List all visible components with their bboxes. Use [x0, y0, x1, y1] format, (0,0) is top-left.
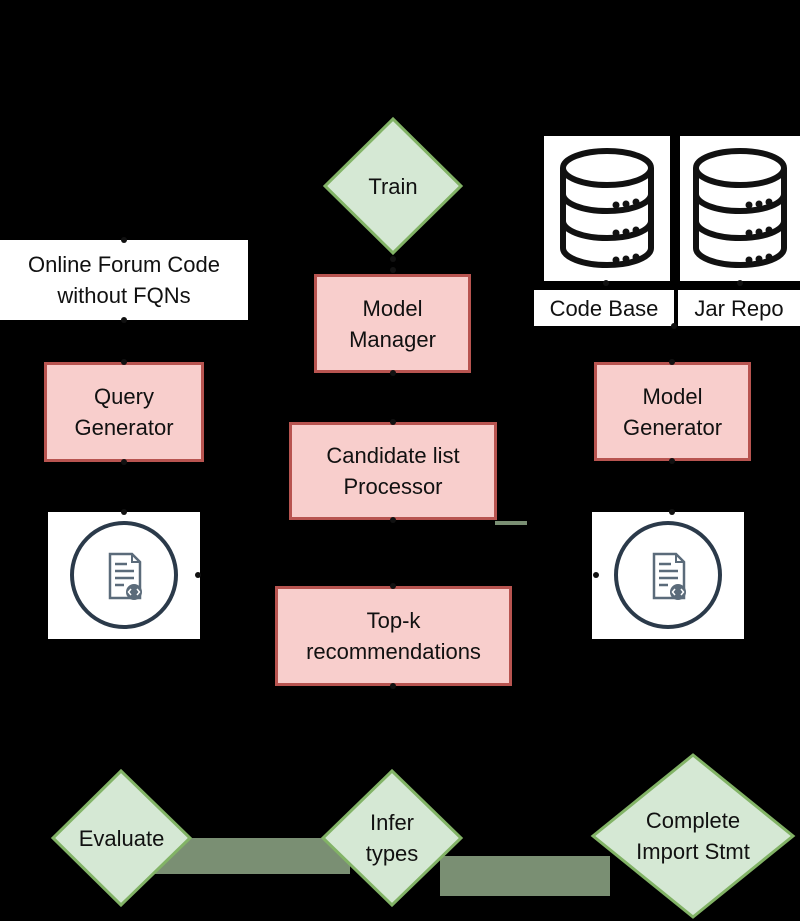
connector-infer-complete: [440, 856, 610, 896]
model-manager-box: Model Manager: [314, 274, 471, 373]
jar-repo-database: [680, 136, 800, 281]
evaluate-diamond: Evaluate: [50, 768, 193, 908]
model-document: [592, 512, 744, 639]
infer-types-label: Infer types: [365, 810, 419, 866]
query-generator-box: Query Generator: [44, 362, 204, 462]
database-icon: [560, 148, 654, 268]
evaluate-label: Evaluate: [78, 825, 165, 851]
candidate-processor-box: Candidate list Processor: [289, 422, 497, 520]
code-document-icon: [70, 521, 178, 629]
code-base-label: Code Base: [534, 290, 674, 326]
code-document-icon: [614, 521, 722, 629]
model-generator-box: Model Generator: [594, 362, 751, 461]
code-base-database: [544, 136, 670, 281]
jar-repo-label: Jar Repo: [678, 290, 800, 326]
topk-recommendations-box: Top-k recommendations: [275, 586, 512, 686]
complete-import-label: Complete Import Stmt: [636, 808, 750, 864]
complete-import-diamond: Complete Import Stmt: [590, 752, 796, 920]
query-document: [48, 512, 200, 639]
train-diamond: Train: [322, 116, 464, 256]
database-icon: [693, 148, 787, 268]
infer-types-diamond: Infer types: [320, 768, 464, 908]
connector-processor-right: [495, 521, 527, 525]
online-forum-label: Online Forum Code without FQNs: [0, 240, 248, 320]
train-label: Train: [368, 173, 418, 199]
